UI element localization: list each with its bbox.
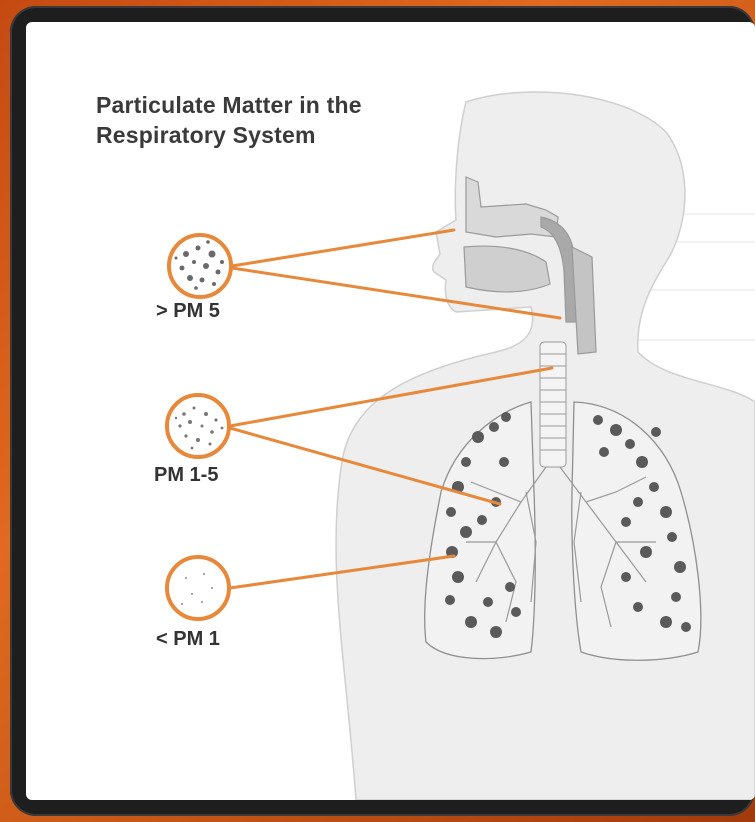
trachea (540, 342, 566, 467)
label-pm5: > PM 5 (156, 300, 220, 323)
label-pm1: < PM 1 (156, 628, 220, 651)
label-pm1-5: PM 1-5 (154, 464, 218, 487)
pm5-line-nose (232, 230, 454, 266)
title-line-2: Respiratory System (96, 120, 362, 150)
pm1-sample (167, 557, 229, 619)
pm5-sample (169, 235, 231, 297)
diagram-panel: Particulate Matter in the Respiratory Sy… (26, 22, 755, 800)
pm15-sample (167, 395, 229, 457)
diagram-title: Particulate Matter in the Respiratory Sy… (96, 90, 362, 150)
title-line-1: Particulate Matter in the (96, 90, 362, 120)
